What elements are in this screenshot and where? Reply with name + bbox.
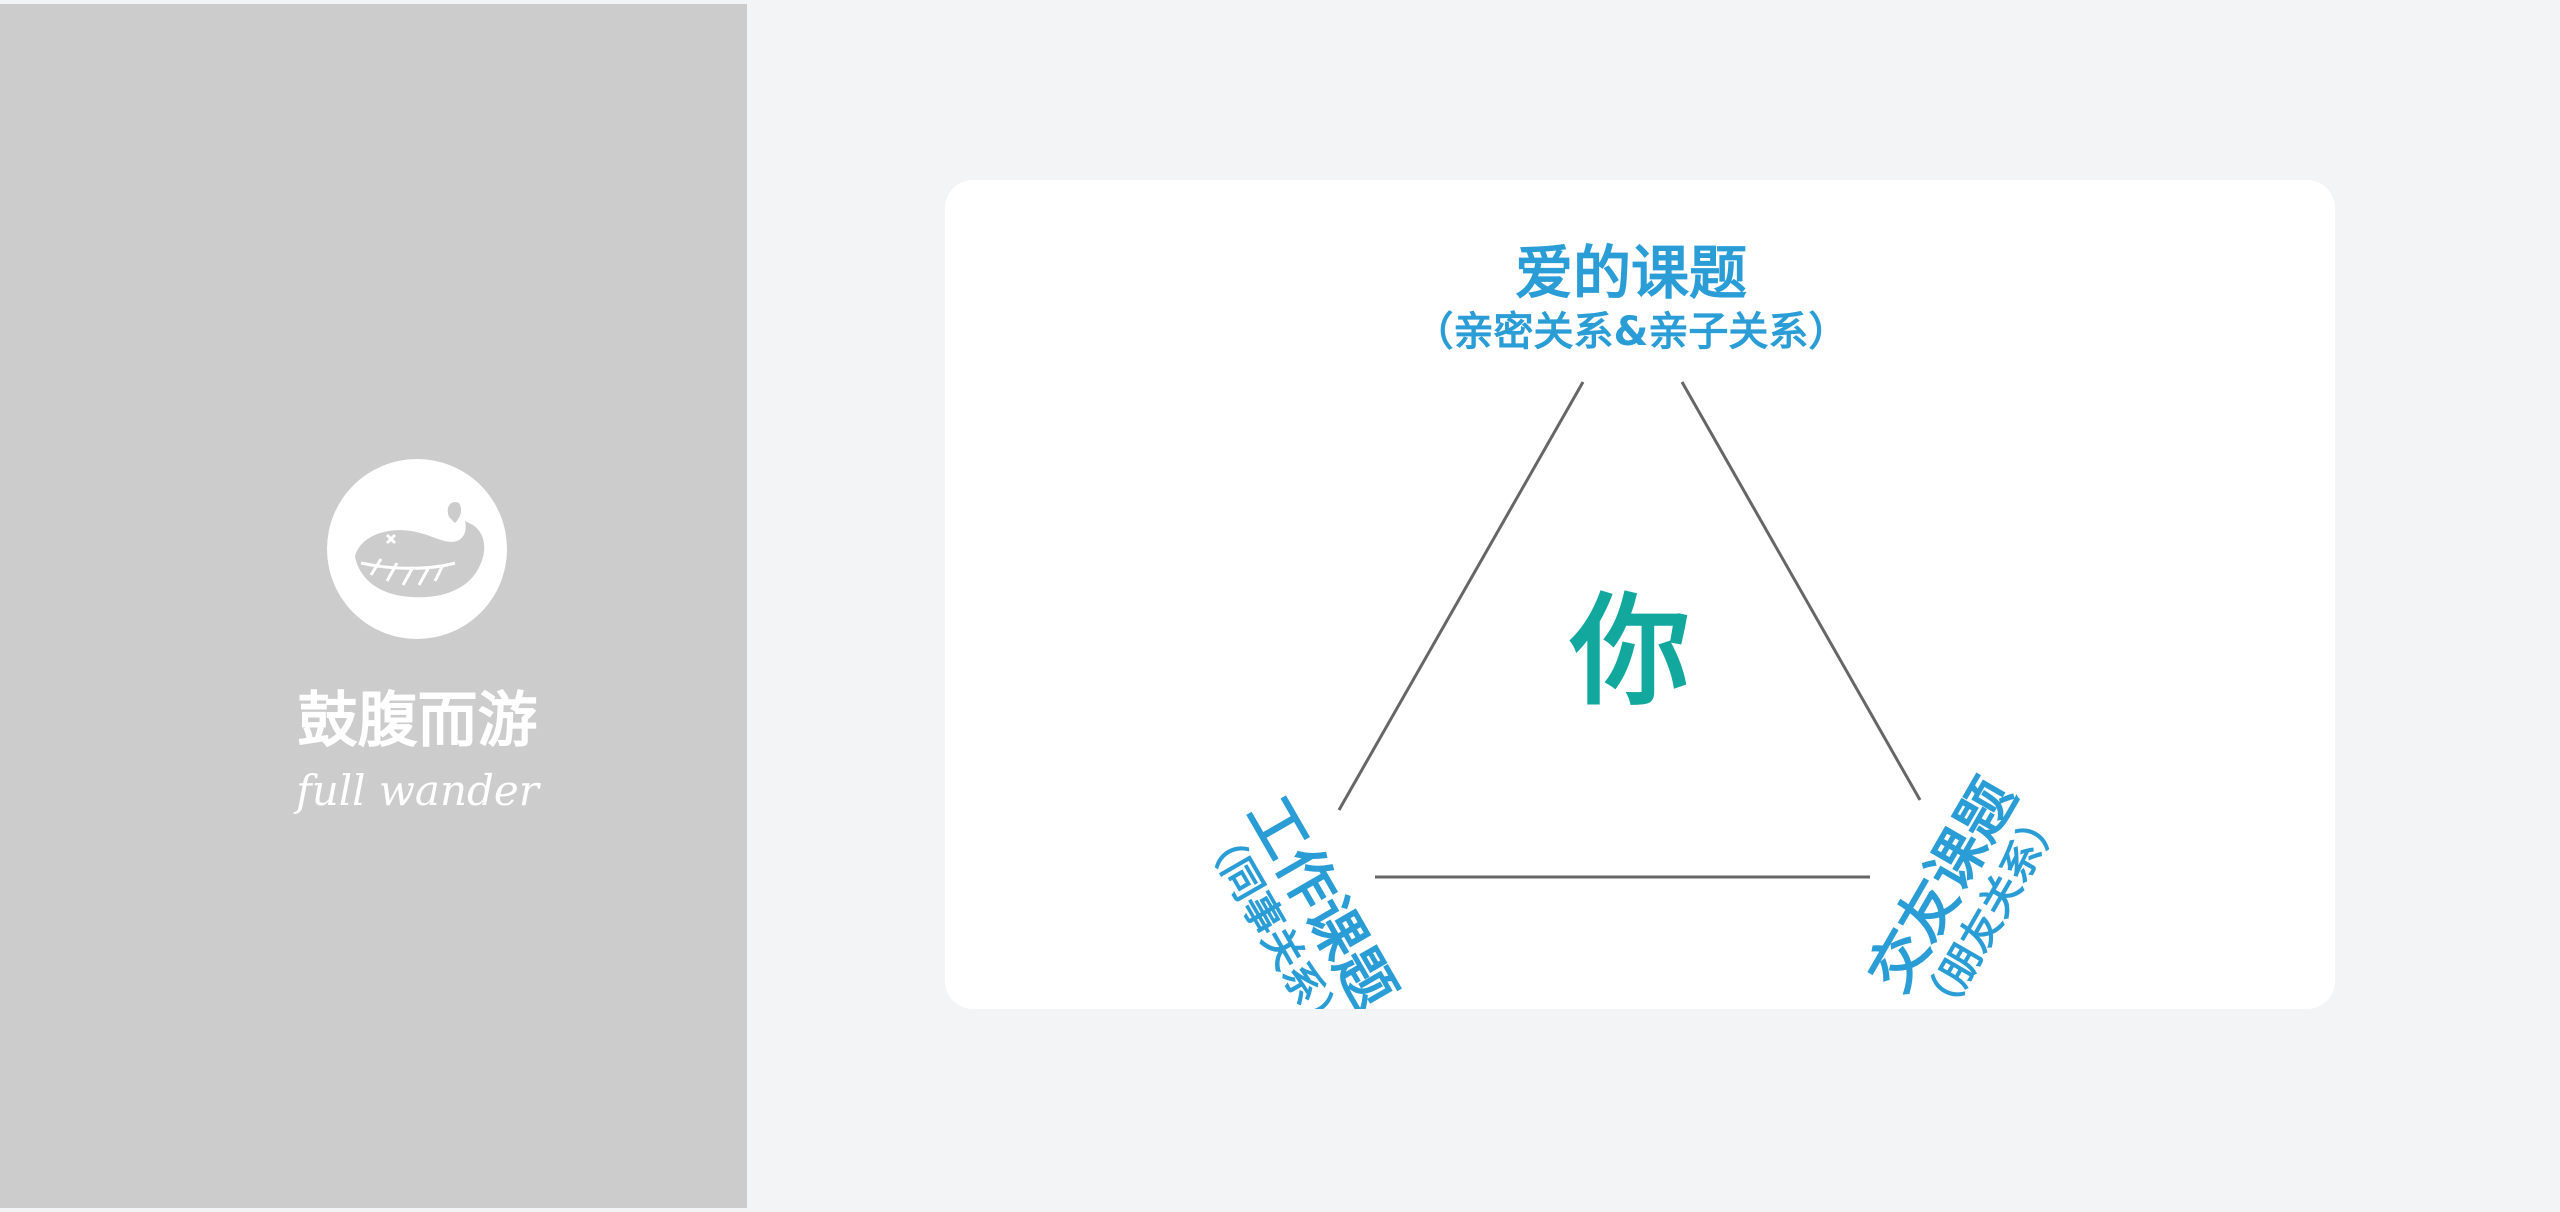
brand-tagline: full wander — [296, 766, 539, 815]
center-node-label: 你 — [1569, 583, 1690, 722]
relationship-triangle-diagram: 你 爱的课题 （亲密关系&亲子关系） 工作课题 （同事关系） 交友课题 （朋友关… — [1192, 239, 2072, 1009]
node-love: 爱的课题 （亲密关系&亲子关系） — [1414, 239, 1849, 355]
edge-love-work — [1337, 381, 1585, 811]
node-love-title: 爱的课题 — [1515, 239, 1747, 307]
node-work: 工作课题 （同事关系） — [1192, 786, 1409, 1009]
node-friend: 交友课题 （朋友关系） — [1855, 768, 2072, 1009]
whale-icon — [355, 501, 485, 598]
edge-love-friend — [1680, 381, 1922, 801]
brand-sidebar: 鼓腹而游 full wander — [0, 4, 747, 1208]
brand-name: 鼓腹而游 — [297, 686, 538, 756]
node-love-subtitle: （亲密关系&亲子关系） — [1414, 309, 1849, 355]
brand-logo — [327, 459, 507, 639]
diagram-card: 你 爱的课题 （亲密关系&亲子关系） 工作课题 （同事关系） 交友课题 （朋友关… — [945, 180, 2335, 1009]
